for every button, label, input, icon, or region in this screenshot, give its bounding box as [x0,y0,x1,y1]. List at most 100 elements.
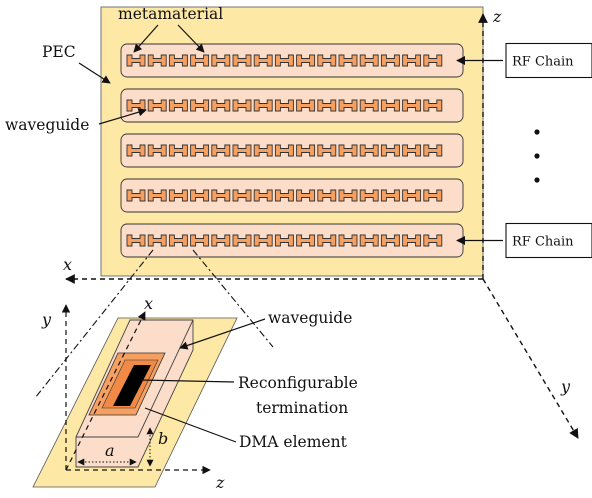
metamaterial-element [274,144,294,157]
metamaterial-element [423,99,443,112]
dma-element-label: DMA element [239,433,348,451]
rf-chain: RF Chain [456,42,592,79]
metamaterial-element [253,189,273,202]
metamaterial-element [168,144,188,157]
metamaterial-element [359,54,379,67]
metamaterial-element [253,234,273,247]
metamaterial-element [232,234,252,247]
metamaterial-element [211,54,231,67]
metamaterial-element [359,144,379,157]
zoom-lines [34,249,274,399]
inset-y-label: y [41,310,52,329]
metamaterial-element [274,99,294,112]
metamaterial-element [317,189,337,202]
metamaterial-element [423,144,443,157]
metamaterial-element [190,54,210,67]
metamaterial-element [232,144,252,157]
metamaterial-element [274,54,294,67]
inset-waveguide-label: waveguide [268,309,352,327]
metamaterial-element [147,234,167,247]
metamaterial-element [232,189,252,202]
unit-cell-inset [32,304,238,488]
metamaterial-element [423,234,443,247]
metamaterial-element [126,189,146,202]
metamaterial-element [296,234,316,247]
metamaterial-element [296,54,316,67]
metamaterial-element [380,99,400,112]
metamaterial-element [190,144,210,157]
metamaterial-element [402,54,422,67]
metamaterial-element [274,189,294,202]
axis-x-label: x [63,255,72,274]
rf-chain-label: RF Chain [512,55,574,70]
metamaterial-element [338,99,358,112]
metamaterial-element [317,99,337,112]
reconfigurable-label-line1: Reconfigurable [238,374,358,392]
inset-x-label: x [144,294,153,313]
metamaterial-element [147,99,167,112]
metamaterial-element [126,144,146,157]
metamaterial-element [338,144,358,157]
rf-chain-label: RF Chain [512,235,574,250]
metamaterial-element [359,234,379,247]
metamaterial-element [317,144,337,157]
metamaterial-element [211,234,231,247]
metamaterial-element [317,54,337,67]
metamaterial-element [168,189,188,202]
metamaterial-element [232,99,252,112]
metamaterial-element [147,54,167,67]
metamaterial-element [359,189,379,202]
metamaterial-element [402,189,422,202]
metamaterial-element [253,99,273,112]
dim-a-label: a [105,441,115,460]
metamaterial-element [296,144,316,157]
metamaterial-element [253,54,273,67]
metamaterial-element [317,234,337,247]
metamaterial-element [402,99,422,112]
metamaterial-element [380,189,400,202]
metamaterial-element [168,234,188,247]
waveguide-label: waveguide [5,116,89,134]
metamaterial-element [147,144,167,157]
axis-z-label: z [492,7,502,26]
metamaterial-element [338,189,358,202]
metamaterial-element [296,189,316,202]
metamaterial-element [296,99,316,112]
metamaterial-element [338,234,358,247]
metamaterial-element [380,54,400,67]
metamaterial-label: metamaterial [118,5,223,23]
metamaterial-element [168,54,188,67]
metamaterial-element [190,99,210,112]
metamaterial-element [338,54,358,67]
inset-z-label: z [215,473,225,492]
metamaterial-element [232,54,252,67]
rf-chains: RF Chain RF Chain [456,42,592,259]
metamaterial-element [253,144,273,157]
metamaterial-element [126,54,146,67]
metamaterial-element [211,99,231,112]
metamaterial-element [359,99,379,112]
dim-b-label: b [158,429,168,448]
metamaterial-element [211,189,231,202]
metamaterial-element [402,234,422,247]
metamaterial-element [423,189,443,202]
reconfigurable-label-line2: termination [256,399,348,417]
metamaterial-element [211,144,231,157]
waveguide-rows [120,43,464,258]
metamaterial-element [126,234,146,247]
rf-chain: RF Chain [456,222,592,259]
metamaterial-element [423,54,443,67]
metamaterial-element [402,144,422,157]
pec-label: PEC [42,43,76,61]
metamaterial-element [380,234,400,247]
metamaterial-element [147,189,167,202]
metamaterial-element [190,189,210,202]
metamaterial-element [190,234,210,247]
metamaterial-element [380,144,400,157]
main-axes [65,13,579,439]
axis-y-label: y [560,377,571,396]
ellipsis-dots [534,129,540,183]
metamaterial-element [274,234,294,247]
metamaterial-element [168,99,188,112]
